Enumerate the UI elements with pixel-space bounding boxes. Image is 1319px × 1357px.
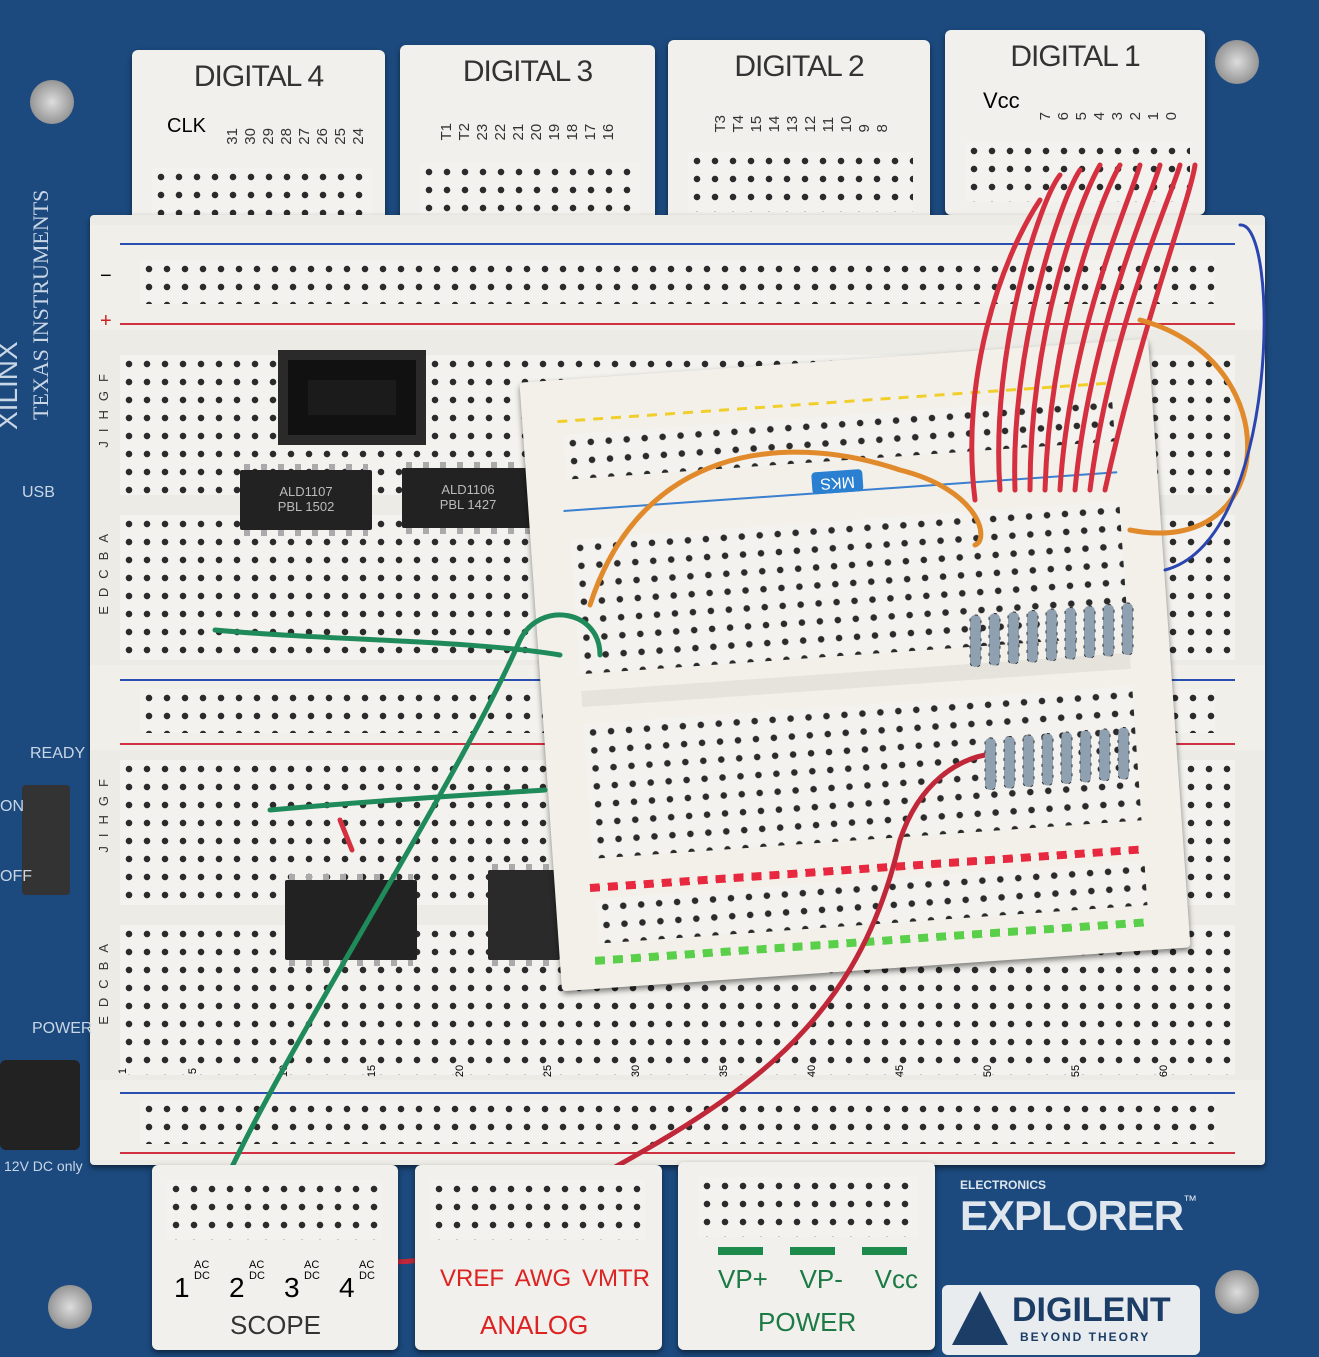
power-label: VP-	[799, 1264, 843, 1294]
blue-wire	[1163, 223, 1266, 572]
digital-4-title: DIGITAL 4	[193, 60, 324, 93]
logo-text: EXPLORER	[960, 1192, 1184, 1239]
scope-title: SCOPE	[230, 1310, 322, 1340]
green-wire-2	[267, 787, 548, 813]
rail-plus: +	[100, 310, 112, 332]
resistor	[1083, 605, 1096, 659]
digital-1-title: DIGITAL 1	[1010, 40, 1140, 73]
resistor	[1060, 731, 1073, 785]
resistor	[984, 737, 997, 791]
usb-label: USB	[22, 484, 55, 501]
analog-module: VREF AWG VMTR ANALOG	[415, 1165, 662, 1350]
off-label: OFF	[0, 868, 32, 885]
analog-label: AWG	[514, 1265, 572, 1292]
red-jumper	[337, 817, 355, 853]
acdc-label: AC DC	[249, 1259, 265, 1282]
clk-label: CLK	[167, 115, 206, 137]
digital-2-holes	[688, 152, 913, 212]
resistor	[1041, 733, 1054, 786]
ti-logo: TEXAS INSTRUMENTS	[28, 189, 53, 420]
power-label: VP+	[718, 1264, 768, 1294]
power-label: POWER	[32, 1020, 93, 1037]
chip-label: ALD1107	[279, 484, 333, 499]
resistor	[969, 614, 982, 668]
power-module: VP+ VP- Vcc POWER	[678, 1162, 935, 1350]
acdc-label: AC DC	[194, 1259, 210, 1282]
digital-3-holes	[420, 163, 640, 223]
vcc-label: Vcc	[983, 88, 1020, 113]
resistor	[1079, 730, 1092, 783]
digital-2-title: DIGITAL 2	[734, 50, 864, 83]
logo-text: BEYOND THEORY	[1020, 1330, 1151, 1344]
screw	[1215, 1270, 1259, 1314]
resistor	[1117, 727, 1130, 780]
bottom-power-rail	[90, 1080, 1265, 1160]
rail-minus: −	[100, 265, 112, 287]
scope-channel: 4	[339, 1272, 355, 1303]
power-switch[interactable]	[22, 785, 70, 895]
dc-label: 12V DC only	[4, 1158, 83, 1174]
resistor	[1022, 734, 1035, 788]
acdc-label: AC DC	[304, 1259, 320, 1282]
power-label: Vcc	[874, 1264, 918, 1294]
red-wires	[969, 162, 1198, 503]
resistor	[1064, 607, 1077, 660]
explorer-logo: ELECTRONICS EXPLORER™	[960, 1178, 1197, 1240]
resistor-network	[488, 864, 560, 966]
ready-label: READY	[30, 745, 86, 762]
analog-label: VMTR	[581, 1265, 650, 1292]
screw	[30, 80, 74, 124]
dc-jack[interactable]	[0, 1060, 80, 1150]
green-wire	[202, 612, 603, 1233]
ic-socket	[278, 350, 426, 445]
scope-channel: 2	[229, 1272, 245, 1303]
scope-channel: 3	[284, 1272, 300, 1303]
acdc-label: AC DC	[359, 1259, 375, 1282]
logo-text: DIGILENT	[1012, 1291, 1171, 1329]
resistors	[969, 602, 1134, 791]
resistor	[1121, 602, 1134, 656]
power-labels: VP+ VP- Vcc	[718, 1264, 918, 1295]
resistor	[1098, 728, 1111, 782]
resistor	[1003, 736, 1016, 789]
orange-wire	[587, 449, 984, 608]
resistor	[988, 613, 1001, 666]
chip-label: ALD1106	[441, 482, 495, 497]
resistor	[1026, 610, 1039, 663]
analog-title: ANALOG	[480, 1310, 589, 1340]
analog-labels: VREF AWG VMTR	[440, 1265, 650, 1295]
digital-3-title: DIGITAL 3	[462, 55, 593, 88]
resistor	[1102, 604, 1115, 657]
resistor	[1045, 608, 1058, 662]
power-title: POWER	[758, 1307, 857, 1337]
chip-label: PBL 1502	[277, 499, 335, 514]
logo-text: ELECTRONICS	[960, 1178, 1047, 1192]
chip-label: PBL 1427	[439, 497, 497, 512]
digilent-logo: DIGILENT BEYOND THEORY	[942, 1285, 1200, 1355]
screw	[48, 1285, 92, 1329]
xilinx-logo: XILINX	[0, 341, 23, 430]
scope-channel: 1	[174, 1272, 190, 1303]
on-label: ON	[0, 798, 24, 815]
screw	[1215, 40, 1259, 84]
resistor	[1007, 611, 1020, 665]
analog-label: VREF	[440, 1265, 505, 1292]
logo-text: ™	[1183, 1192, 1198, 1208]
